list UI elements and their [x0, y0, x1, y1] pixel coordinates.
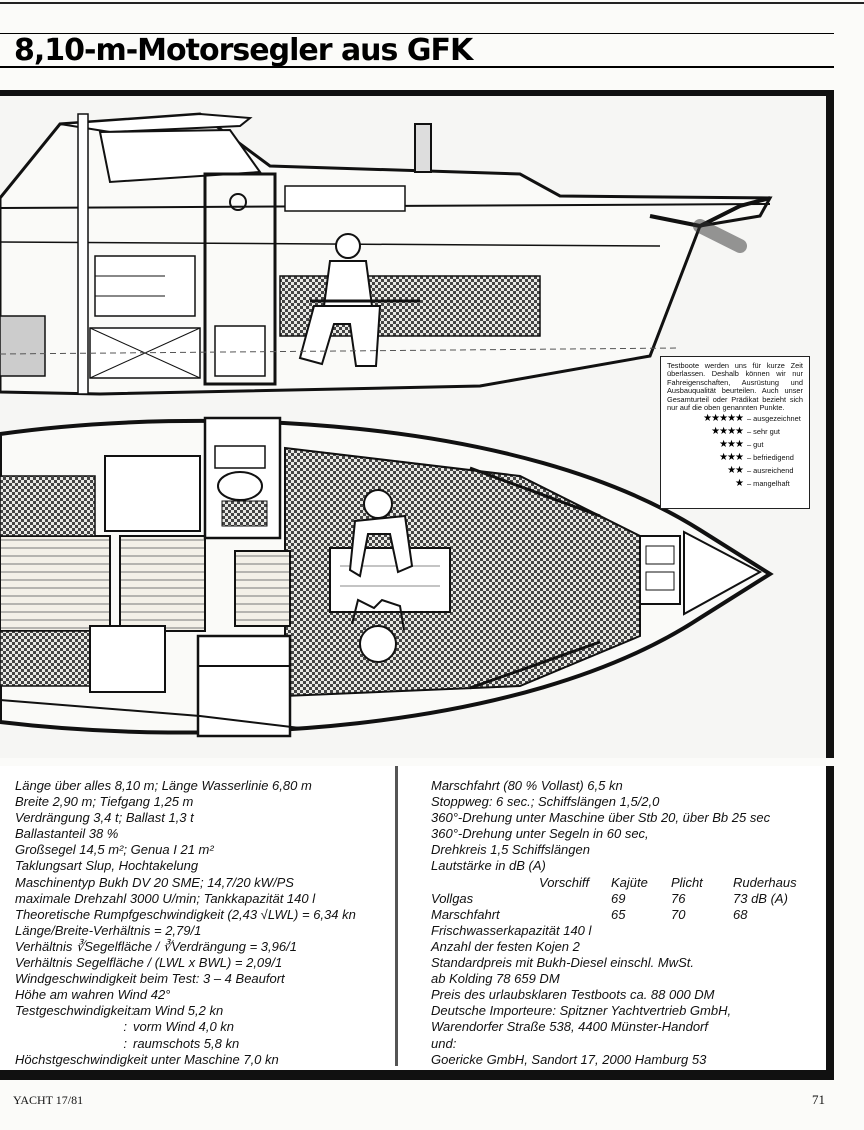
- spec-line: Drehkreis 1,5 Schiffslängen: [431, 842, 590, 858]
- spec-line: Warendorfer Straße 538, 4400 Münster-Han…: [431, 1019, 708, 1035]
- star-icon: ★★★★★: [703, 413, 744, 425]
- sound-header-cell: Plicht: [671, 874, 703, 890]
- sound-table-row: Vollgas 69 76 73 dB (A): [431, 891, 827, 907]
- sound-header-cell: Ruderhaus: [733, 874, 797, 890]
- footer-page-number: 71: [812, 1092, 825, 1107]
- test-speed-row: : vorm Wind 4,0 kn: [15, 1019, 393, 1035]
- sound-cell: Marschfahrt: [431, 906, 500, 922]
- sound-cell: 73 dB (A): [733, 890, 788, 906]
- rating-row: ★★★★ – sehr gut: [667, 426, 803, 438]
- star-icon: ★★★: [719, 439, 744, 451]
- boat-drawing: [0, 112, 774, 738]
- sound-cell: 69: [611, 890, 626, 906]
- column-divider: [395, 766, 398, 1066]
- deck-plan: [0, 416, 774, 738]
- sound-header-cell: Kajüte: [611, 874, 648, 890]
- spec-line: Ballastanteil 38 %: [15, 826, 119, 842]
- spec-line: ab Kolding 78 659 DM: [431, 971, 560, 987]
- rating-label: – ausgezeichnet: [747, 414, 801, 424]
- sound-header-cell: [431, 875, 539, 891]
- sound-table-header: Vorschiff Kajüte Plicht Ruderhaus: [431, 875, 827, 891]
- sound-cell: 76: [671, 890, 686, 906]
- page-title: 8,10-m-Motorsegler aus GFK: [14, 33, 473, 68]
- star-icon: ★★★★: [711, 426, 744, 438]
- spec-line: maximale Drehzahl 3000 U/min; Tankkapazi…: [15, 890, 316, 906]
- spec-line: Preis des urlaubsklaren Testboots ca. 88…: [431, 987, 715, 1003]
- spec-line: Lautstärke in dB (A): [431, 858, 546, 874]
- spec-line: Breite 2,90 m; Tiefgang 1,25 m: [15, 794, 194, 810]
- test-speed-key: :: [123, 1019, 127, 1035]
- legend-intro-text: Testboote werden uns für kurze Zeit über…: [667, 361, 803, 413]
- rating-label: – sehr gut: [747, 427, 780, 437]
- spec-line: Anzahl der festen Kojen 2: [431, 938, 580, 954]
- spec-line: 360°-Drehung unter Maschine über Stb 20,…: [431, 810, 771, 826]
- rating-legend: Testboote werden uns für kurze Zeit über…: [660, 356, 810, 509]
- test-speed-row: : raumschots 5,8 kn: [15, 1036, 393, 1052]
- rating-label: – befriedigend: [747, 453, 794, 463]
- spec-line: Frischwasserkapazität 140 l: [431, 922, 592, 938]
- spec-line: Länge über alles 8,10 m; Länge Wasserlin…: [15, 778, 312, 793]
- top-rule: [0, 2, 864, 4]
- rating-row: ★ – mangelhaft: [667, 478, 803, 490]
- test-speed-value: vorm Wind 4,0 kn: [133, 1019, 235, 1035]
- rating-row: ★★★ – befriedigend: [667, 452, 803, 464]
- specs-right-column: Marschfahrt (80 % Vollast) 6,5 kn Stoppw…: [431, 778, 827, 1068]
- footer-magazine-issue: YACHT 17/81: [13, 1093, 84, 1107]
- test-speed-row: Testgeschwindigkeit: am Wind 5,2 kn: [15, 1003, 393, 1019]
- specifications-panel: Länge über alles 8,10 m; Länge Wasserlin…: [0, 766, 834, 1080]
- star-icon: ★★★: [719, 452, 744, 464]
- spec-line: Taklungsart Slup, Hochtakelung: [15, 858, 199, 874]
- spec-line: Deutsche Importeure: Spitzner Yachtvertr…: [431, 1003, 732, 1019]
- spec-line: Höchstgeschwindigkeit unter Maschine 7,0…: [15, 1051, 279, 1067]
- rating-label: – gut: [747, 440, 764, 450]
- sound-header-cell: Vorschiff: [539, 874, 590, 890]
- spec-line: Großsegel 14,5 m²; Genua I 21 m²: [15, 842, 214, 858]
- specs-left-column: Länge über alles 8,10 m; Länge Wasserlin…: [15, 778, 393, 1068]
- rating-row: ★★★★★ – ausgezeichnet: [667, 413, 803, 425]
- spec-line: Windgeschwindigkeit beim Test: 3 – 4 Bea…: [15, 971, 285, 987]
- spec-line: Länge/Breite-Verhältnis = 2,79/1: [15, 922, 202, 938]
- sound-cell: 65: [611, 906, 626, 922]
- spec-line: Standardpreis mit Bukh-Diesel einschl. M…: [431, 955, 694, 971]
- spec-line: Maschinentyp Bukh DV 20 SME; 14,7/20 kW/…: [15, 874, 294, 890]
- star-icon: ★★: [727, 465, 744, 477]
- spec-line: Verdrängung 3,4 t; Ballast 1,3 t: [15, 810, 194, 826]
- test-speed-key: Testgeschwindigkeit:: [15, 1003, 135, 1019]
- spec-line: und:: [431, 1035, 457, 1051]
- headline-rule-bottom: [0, 66, 834, 68]
- star-icon: ★: [735, 478, 744, 490]
- test-speed-value: raumschots 5,8 kn: [133, 1035, 240, 1051]
- spec-line: Theoretische Rumpfgeschwindigkeit (2,43 …: [15, 906, 356, 922]
- rating-row: ★★ – ausreichend: [667, 465, 803, 477]
- sound-cell: 68: [733, 906, 748, 922]
- side-profile: [0, 112, 773, 396]
- test-speed-key: :: [123, 1035, 127, 1051]
- spec-line: Goericke GmbH, Sandort 17, 2000 Hamburg …: [431, 1051, 707, 1067]
- rating-label: – mangelhaft: [747, 479, 790, 489]
- sound-table-row: Marschfahrt 65 70 68: [431, 907, 827, 923]
- spec-line: Verhältnis Segelfläche / (LWL x BWL) = 2…: [15, 955, 283, 971]
- rating-row: ★★★ – gut: [667, 439, 803, 451]
- spec-line: Verhältnis ∛Segelfläche / ∛Verdrängung =…: [15, 938, 297, 954]
- rating-label: – ausreichend: [747, 466, 794, 476]
- sound-cell: 70: [671, 906, 686, 922]
- spec-line: Stoppweg: 6 sec.; Schiffslängen 1,5/2,0: [431, 794, 660, 810]
- sound-cell: Vollgas: [431, 890, 474, 906]
- spec-line: 360°-Drehung unter Segeln in 60 sec,: [431, 826, 649, 842]
- spec-line: Höhe am wahren Wind 42°: [15, 987, 171, 1003]
- boat-illustration: Testboote werden uns für kurze Zeit über…: [0, 90, 834, 758]
- test-speed-value: am Wind 5,2 kn: [133, 1003, 224, 1019]
- headline-rule-top: [0, 33, 834, 34]
- spec-line: Marschfahrt (80 % Vollast) 6,5 kn: [431, 778, 623, 793]
